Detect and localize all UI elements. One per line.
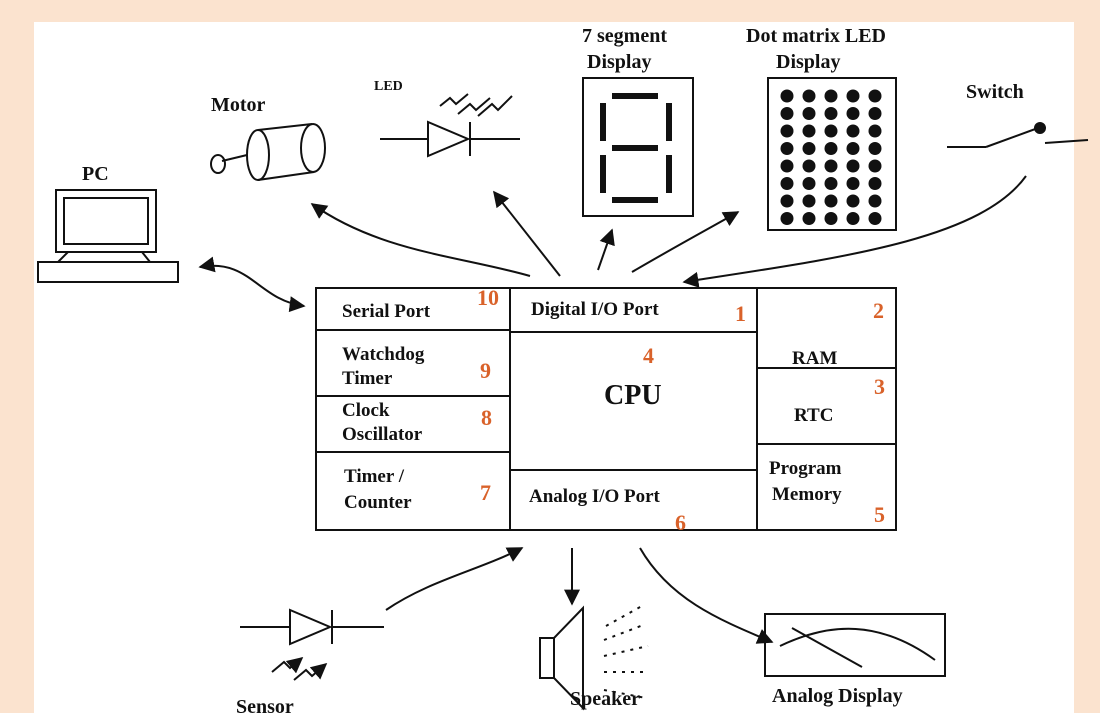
led-dot	[824, 89, 838, 103]
microcontroller-block	[315, 287, 897, 531]
switch-label: Switch	[966, 81, 1024, 103]
led-icon	[380, 93, 520, 158]
arrow-to-dot-matrix	[631, 211, 740, 273]
motor-label: Motor	[211, 94, 266, 116]
arrow-to-led	[493, 190, 561, 277]
led-dot	[780, 212, 794, 225]
analog-display-label: Analog Display	[772, 685, 903, 707]
switch-icon	[947, 122, 1089, 148]
led-dot	[780, 177, 794, 190]
arrow-sensor-to-port	[385, 547, 524, 611]
dot-matrix-icon	[780, 89, 882, 225]
led-dot	[868, 159, 882, 173]
led-dot	[780, 159, 794, 173]
clock-label-1: Clock	[342, 400, 390, 421]
led-dot	[824, 142, 838, 155]
analog-io-label: Analog I/O Port	[529, 486, 661, 507]
dot-matrix-frame	[767, 77, 897, 231]
arrow-to-motor	[310, 203, 531, 277]
seven-seg-label-1: 7 segment	[582, 25, 667, 47]
led-dot	[846, 212, 860, 225]
number-program-memory: 5	[874, 502, 885, 527]
led-dot	[802, 142, 816, 155]
led-dot	[846, 177, 860, 190]
led-dot	[824, 124, 838, 138]
led-dot	[802, 107, 816, 120]
led-dot	[868, 124, 882, 138]
led-dot	[802, 194, 816, 208]
number-timer: 7	[480, 480, 491, 505]
pc-label: PC	[82, 163, 109, 185]
led-dot	[868, 89, 882, 103]
led-dot	[824, 212, 838, 225]
led-dot	[780, 124, 794, 138]
digital-io-label: Digital I/O Port	[531, 299, 659, 320]
led-dot	[802, 177, 816, 190]
arrow-switch-to-port	[682, 175, 1027, 288]
number-analog-io: 6	[675, 510, 686, 535]
led-label: LED	[374, 79, 403, 94]
number-watchdog: 9	[480, 358, 491, 383]
dot-matrix-label-1: Dot matrix LED	[746, 25, 886, 47]
led-dot	[780, 89, 794, 103]
sensor-label: Sensor	[236, 696, 294, 713]
led-dot	[846, 124, 860, 138]
led-dot	[846, 142, 860, 155]
arrow-to-seven-seg	[597, 228, 615, 271]
number-clock: 8	[481, 405, 492, 430]
program-memory-label-2: Memory	[772, 484, 842, 505]
arrow-to-analog-display	[639, 547, 774, 644]
number-serial: 10	[477, 285, 499, 310]
led-dot	[846, 89, 860, 103]
program-memory-label-1: Program	[769, 458, 842, 479]
connection-arrows	[198, 175, 1027, 644]
led-dot	[780, 194, 794, 208]
led-dot	[824, 177, 838, 190]
led-dot	[868, 107, 882, 120]
led-dot	[824, 159, 838, 173]
ram-label: RAM	[792, 348, 837, 369]
dot-matrix-label-2: Display	[776, 51, 840, 73]
number-rtc: 3	[874, 374, 885, 399]
led-dot	[802, 124, 816, 138]
led-dot	[802, 212, 816, 225]
speaker-icon	[539, 605, 649, 711]
led-dot	[868, 212, 882, 225]
led-dot	[846, 107, 860, 120]
serial-port-label: Serial Port	[342, 301, 431, 322]
led-dot	[824, 194, 838, 208]
analog-display-icon	[764, 613, 946, 677]
led-dot	[846, 194, 860, 208]
motor-icon	[210, 123, 326, 181]
number-ram: 2	[873, 298, 884, 323]
seven-seg-label-2: Display	[587, 51, 651, 73]
led-dot	[846, 159, 860, 173]
led-dot	[868, 142, 882, 155]
led-dot	[802, 89, 816, 103]
number-digital-io: 1	[735, 301, 746, 326]
led-dot	[802, 159, 816, 173]
sensor-icon	[240, 608, 384, 681]
pc-icon	[37, 189, 179, 283]
led-dot	[824, 107, 838, 120]
number-cpu: 4	[643, 343, 654, 368]
arrow-pc-serial	[198, 256, 306, 313]
led-dot	[780, 142, 794, 155]
timer-label-1: Timer /	[344, 466, 405, 487]
clock-label-2: Oscillator	[342, 424, 423, 445]
led-dot	[868, 177, 882, 190]
rtc-label: RTC	[794, 405, 833, 426]
microcontroller-outline	[315, 287, 897, 531]
timer-label-2: Counter	[344, 492, 412, 513]
watchdog-label-1: Watchdog	[342, 344, 425, 365]
led-dot	[780, 107, 794, 120]
cpu-label: CPU	[604, 380, 662, 411]
diagram-panel	[34, 22, 1074, 713]
seven-segment-icon	[582, 77, 694, 217]
led-dot	[868, 194, 882, 208]
watchdog-label-2: Timer	[342, 368, 393, 389]
speaker-label: Speaker	[570, 688, 640, 710]
